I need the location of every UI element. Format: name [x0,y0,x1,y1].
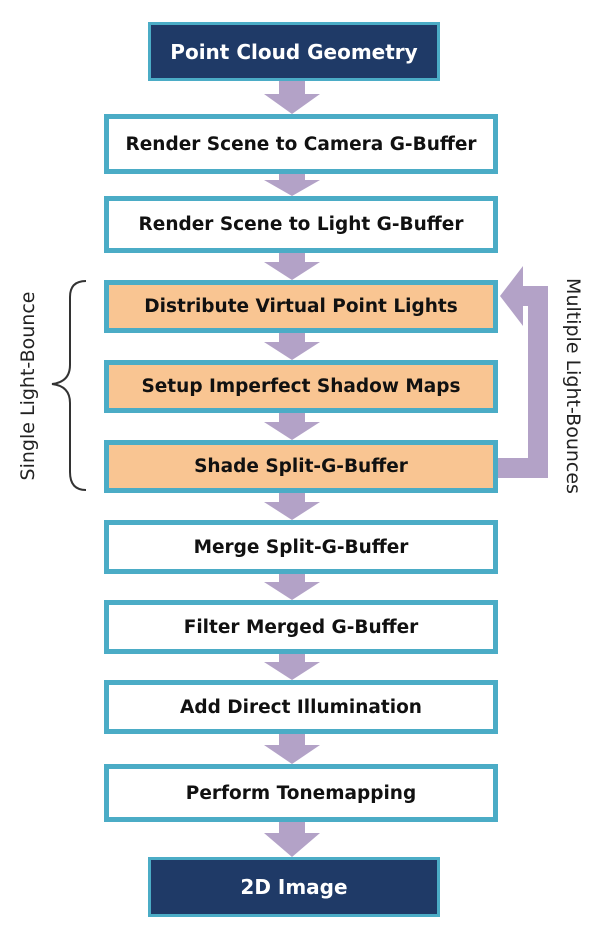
node-filter-merged-gbuffer: Filter Merged G-Buffer [104,600,498,654]
node-shade-split-gbuffer: Shade Split-G-Buffer [104,440,498,493]
multi-bounce-loop-arrow [498,266,548,478]
node-perform-tonemapping: Perform Tonemapping [104,764,498,822]
arrow-shade-to-merge [264,493,320,520]
node-2d-image: 2D Image [148,857,440,917]
node-render-camera-gbuffer: Render Scene to Camera G-Buffer [104,114,498,174]
arrow-vpl-to-ism [264,333,320,360]
single-bounce-brace [51,280,87,491]
arrow-start-to-camera [264,81,320,114]
node-label: Distribute Virtual Point Lights [144,296,458,317]
node-label: Perform Tonemapping [185,782,417,804]
arrow-filter-to-direct [264,654,320,680]
node-point-cloud-geometry: Point Cloud Geometry [148,22,440,81]
node-label: Render Scene to Camera G-Buffer [125,133,477,155]
node-label: Merge Split-G-Buffer [193,536,409,558]
node-label: Filter Merged G-Buffer [183,616,419,638]
node-label: Shade Split-G-Buffer [194,456,408,477]
arrow-ism-to-shade [264,413,320,440]
multiple-bounces-label: Multiple Light-Bounces [562,278,584,494]
node-label: Point Cloud Geometry [170,39,418,64]
node-label: Add Direct Illumination [180,696,422,718]
node-label: Setup Imperfect Shadow Maps [141,376,461,397]
node-merge-split-gbuffer: Merge Split-G-Buffer [104,520,498,574]
node-label: Render Scene to Light G-Buffer [138,214,464,235]
arrow-merge-to-filter [264,574,320,600]
arrow-direct-to-tonemap [264,734,320,764]
node-setup-ism: Setup Imperfect Shadow Maps [104,360,498,413]
node-label: 2D Image [240,875,348,899]
arrow-camera-to-light [264,174,320,196]
node-render-light-gbuffer: Render Scene to Light G-Buffer [104,196,498,253]
node-distribute-vpl: Distribute Virtual Point Lights [104,280,498,333]
arrow-light-to-vpl [264,253,320,280]
arrow-tonemap-to-image [264,822,320,857]
node-add-direct-illumination: Add Direct Illumination [104,680,498,734]
single-bounce-label: Single Light-Bounce [17,291,39,481]
